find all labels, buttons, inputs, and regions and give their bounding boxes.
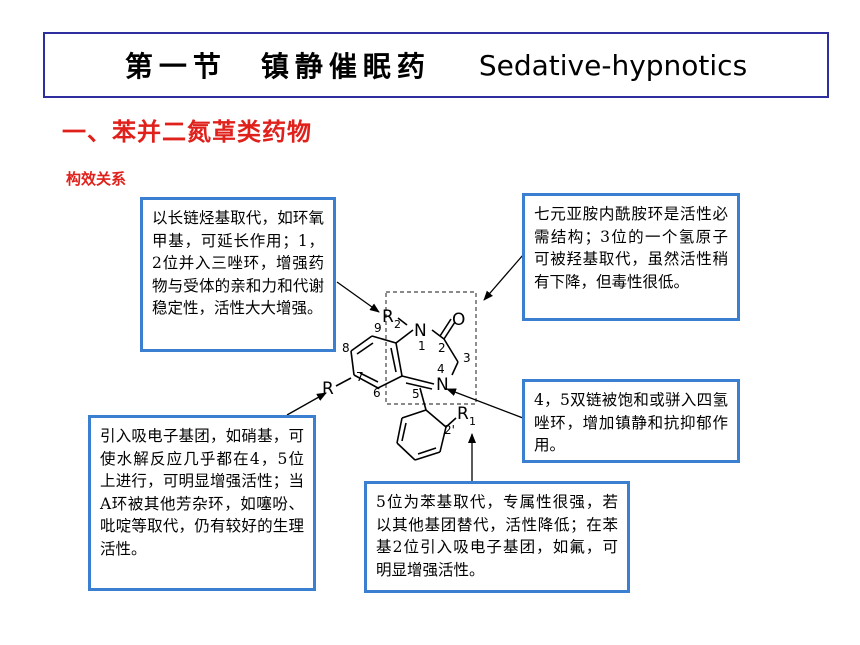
position-2prime: 2' <box>444 423 455 437</box>
section-heading: 一、苯并二氮䓬类药物 <box>62 117 312 146</box>
position-7: 7 <box>356 370 364 384</box>
title-bar: 第一节 镇静催眠药 Sedative-hypnotics <box>43 32 829 98</box>
arrow-alkyl <box>336 281 380 313</box>
diazepine-ring <box>395 318 459 390</box>
title-english: Sedative-hypnotics <box>478 48 748 82</box>
position-8: 8 <box>342 341 350 355</box>
arrow-ring7 <box>483 254 524 301</box>
substituent-r1-sub: 1 <box>469 415 476 428</box>
substituent-r2: R <box>382 307 394 327</box>
position-9: 9 <box>374 321 382 335</box>
note-seven-membered-ring: 七元亚胺内酰胺环是活性必需结构；3位的一个氢原子可被羟基取代，虽然活性稍有下降，… <box>522 193 740 321</box>
seven-ring-dashed-box <box>385 291 477 405</box>
substituent-r2-sub: 2 <box>394 318 401 331</box>
atom-n4: N <box>436 375 449 395</box>
note-4-5-double-bond: 4，5双链被饱和或骈入四氢唑环，增加镇静和抗抑郁作用。 <box>522 379 740 463</box>
position-4: 4 <box>437 362 445 376</box>
arrow-ewg <box>286 392 327 416</box>
note-5-phenyl-substitution: 5位为苯基取代，专属性很强，若以其他基团替代，活性降低；在苯基2位引入吸电子基团… <box>364 481 630 593</box>
r-bond <box>335 377 352 387</box>
position-1: 1 <box>418 339 426 353</box>
atom-n1: N <box>414 321 427 341</box>
atom-o: O <box>452 310 465 330</box>
r2-bond <box>397 317 408 326</box>
position-3: 3 <box>463 351 471 365</box>
note-electron-withdrawing-group: 引入吸电子基团，如硝基，可使水解反应几乎都在4，5位上进行，可明显增强活性；当A… <box>88 415 316 591</box>
subheading: 构效关系 <box>66 170 127 188</box>
position-6: 6 <box>373 386 381 400</box>
position-5: 5 <box>412 387 420 401</box>
arrow-double-bond <box>446 388 524 419</box>
substituent-r: R <box>322 379 334 399</box>
title-chinese: 第一节 镇静催眠药 <box>124 50 431 83</box>
note-alkyl-substitution: 以长链烃基取代，如环氧甲基，可延长作用；1，2位并入三唑环，增强药物与受体的亲和… <box>140 197 336 352</box>
benzene-ring-a <box>350 335 403 389</box>
substituent-r1: R <box>457 404 469 424</box>
phenyl-ring <box>396 387 457 461</box>
position-2: 2 <box>438 341 446 355</box>
